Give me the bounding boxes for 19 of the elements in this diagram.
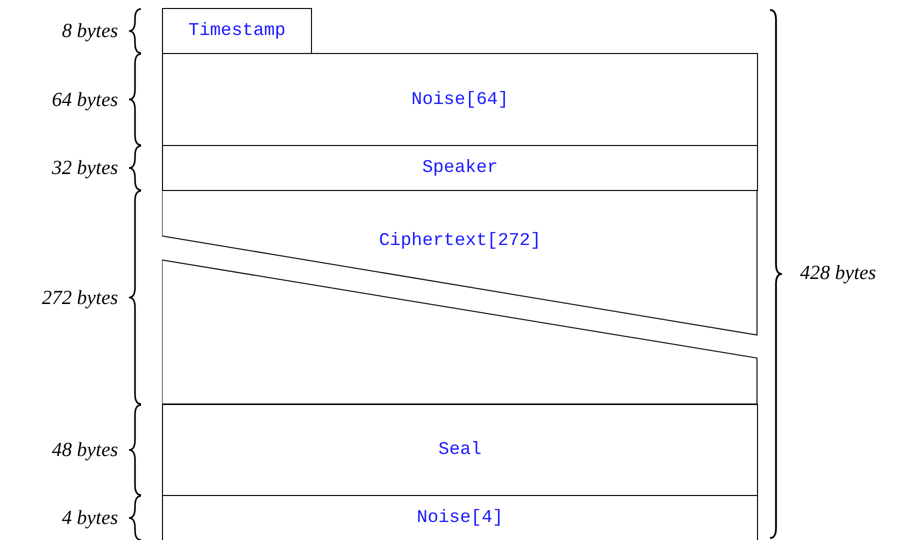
field-name: Noise[4] [416, 507, 504, 529]
field-box [162, 8, 312, 54]
field-name: Speaker [422, 157, 498, 179]
size-label: 48 bytes [52, 438, 118, 462]
size-label: 32 bytes [52, 156, 118, 180]
field-box [162, 53, 758, 146]
size-label: 64 bytes [52, 88, 118, 112]
field-box [162, 404, 758, 496]
field-box [162, 495, 758, 540]
cut-field-box [162, 190, 758, 405]
field-name: Noise[64] [411, 88, 509, 110]
size-label: 8 bytes [62, 19, 118, 43]
field-name: Ciphertext[272] [378, 230, 542, 252]
size-label: 272 bytes [42, 286, 118, 310]
size-label: 4 bytes [62, 506, 118, 530]
size-label: 428 bytes [800, 261, 876, 285]
field-box [162, 145, 758, 191]
field-name: Timestamp [188, 20, 286, 42]
field-name: Seal [438, 439, 482, 461]
